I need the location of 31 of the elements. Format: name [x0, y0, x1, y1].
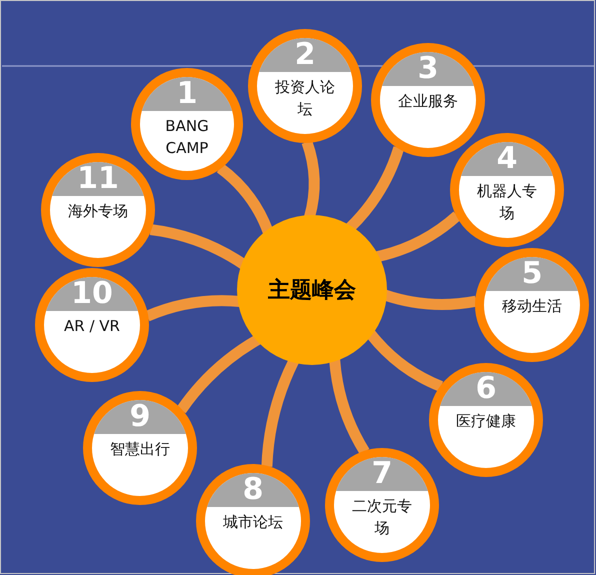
- number-band: 7: [334, 457, 430, 491]
- topic-label: 二次元专场: [351, 496, 413, 539]
- hub-title: 主题峰会: [268, 276, 356, 305]
- topic-label: 医疗健康: [455, 411, 517, 432]
- number-band: 8: [205, 473, 301, 507]
- connector-branch: [346, 146, 404, 232]
- number-band: 1: [140, 77, 234, 111]
- connector-branch: [366, 330, 444, 392]
- connector-branch: [376, 211, 461, 262]
- number-band: 3: [380, 52, 476, 86]
- topic-label: AR / VR: [63, 316, 121, 337]
- topic-label: 海外专场: [67, 201, 129, 222]
- connector-branch: [329, 358, 370, 455]
- number-band: 11: [50, 162, 146, 196]
- number-band: 10: [44, 277, 140, 311]
- topic-label: 城市论坛: [222, 512, 284, 533]
- topic-label: 投资人论坛: [274, 77, 336, 120]
- topic-label: BANG CAMP: [164, 116, 210, 159]
- topic-label: 企业服务: [397, 91, 459, 112]
- topic-label: 智慧出行: [109, 439, 171, 460]
- number-band: 4: [459, 142, 555, 176]
- connector-branch: [176, 334, 262, 414]
- connector-branch: [261, 358, 299, 467]
- connector-branch: [216, 164, 274, 234]
- number-band: 2: [257, 38, 353, 72]
- topic-label: 机器人专场: [476, 181, 538, 224]
- number-band: 5: [484, 257, 580, 291]
- number-band: 6: [438, 372, 534, 406]
- topic-label: 移动生活: [501, 296, 563, 317]
- connector-branch: [145, 295, 240, 322]
- number-band: 9: [92, 400, 188, 434]
